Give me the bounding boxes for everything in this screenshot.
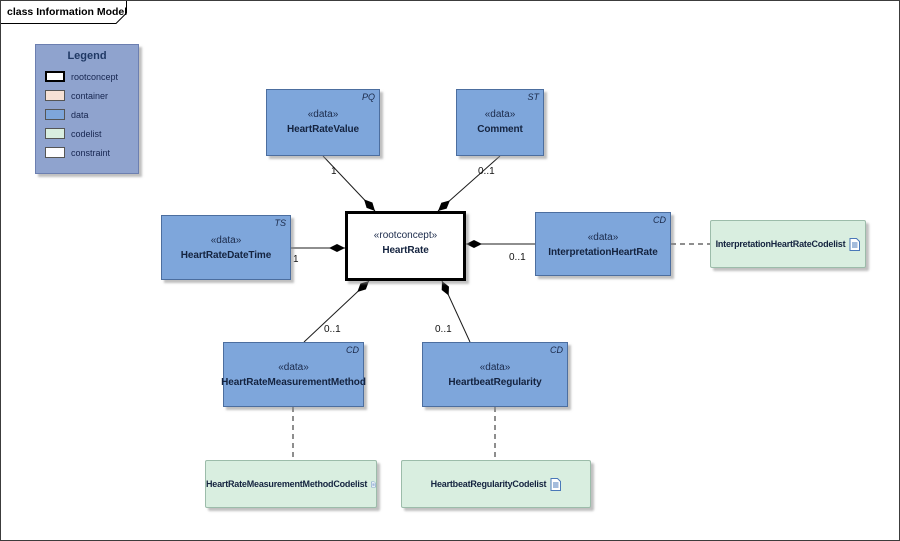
- constraint-swatch: [45, 147, 65, 158]
- legend-label: container: [71, 90, 109, 101]
- frame-title: class Information Model: [7, 6, 127, 18]
- stereotype: «data»: [484, 109, 516, 120]
- multiplicity-label: 0..1: [324, 324, 341, 335]
- multiplicity-label: 0..1: [509, 252, 526, 263]
- type-tag: CD: [653, 215, 666, 225]
- document-icon: [371, 481, 376, 487]
- codelist-swatch: [45, 128, 65, 139]
- node-heart-rate-measurement-method[interactable]: CD «data» HeartRateMeasurementMethod: [221, 342, 366, 407]
- multiplicity-label: 1: [293, 254, 299, 265]
- legend-label: constraint: [71, 147, 111, 158]
- node-interpretation-heart-rate[interactable]: CD «data» InterpretationHeartRate: [535, 212, 671, 276]
- legend-item-container: container: [36, 86, 138, 105]
- node-heart-rate-value[interactable]: PQ «data» HeartRateValue: [266, 89, 380, 156]
- node-name: InterpretationHeartRate: [548, 247, 658, 258]
- edge-heartratevalue-heartrate: [322, 155, 376, 212]
- node-heart-rate-measurement-method-codelist[interactable]: HeartRateMeasurementMethodCodelist: [205, 460, 377, 508]
- node-name: Comment: [477, 124, 523, 135]
- node-name: HeartRateValue: [287, 124, 359, 135]
- multiplicity-label: 0..1: [478, 166, 495, 177]
- legend-item-constraint: constraint: [36, 143, 138, 162]
- legend[interactable]: Legend rootconcept container data codeli…: [35, 44, 139, 174]
- legend-label: codelist: [71, 128, 102, 139]
- node-heart-rate-date-time[interactable]: TS «data» HeartRateDateTime: [161, 215, 291, 280]
- legend-item-data: data: [36, 105, 138, 124]
- legend-item-codelist: codelist: [36, 124, 138, 143]
- legend-label: data: [71, 109, 89, 120]
- node-name: HeartbeatRegularity: [448, 377, 542, 388]
- container-swatch: [45, 90, 65, 101]
- frame-tab-shape: [1, 1, 127, 24]
- type-tag: CD: [346, 345, 359, 355]
- node-name: HeartRateMeasurementMethod: [221, 377, 366, 388]
- node-comment[interactable]: ST «data» Comment: [456, 89, 544, 156]
- multiplicity-label: 1: [331, 166, 337, 177]
- frame-tab: class Information Model: [1, 1, 127, 24]
- node-name: HeartRateMeasurementMethodCodelist: [206, 479, 368, 489]
- edge-heartratemeasurementmethod-heartrate: [303, 280, 370, 343]
- legend-title: Legend: [67, 50, 107, 62]
- node-name: HeartRate: [382, 245, 429, 256]
- node-heartbeat-regularity[interactable]: CD «data» HeartbeatRegularity: [422, 342, 568, 407]
- rootconcept-swatch: [45, 71, 65, 82]
- multiplicity-label: 0..1: [435, 324, 452, 335]
- type-tag: CD: [550, 345, 563, 355]
- stereotype: «data»: [479, 362, 511, 373]
- type-tag: ST: [527, 92, 539, 102]
- document-icon: [550, 477, 562, 491]
- node-interpretation-heart-rate-codelist[interactable]: InterpretationHeartRateCodelist: [710, 220, 866, 268]
- legend-item-rootconcept: rootconcept: [36, 67, 138, 86]
- node-name: HeartRateDateTime: [180, 250, 272, 261]
- node-heart-rate[interactable]: «rootconcept» HeartRate: [345, 211, 466, 281]
- type-tag: TS: [274, 218, 286, 228]
- stereotype: «rootconcept»: [373, 230, 438, 241]
- node-heartbeat-regularity-codelist[interactable]: HeartbeatRegularityCodelist: [401, 460, 591, 508]
- legend-label: rootconcept: [71, 71, 119, 82]
- data-swatch: [45, 109, 65, 120]
- edge-heartbeatregularity-heartrate: [441, 280, 471, 343]
- stereotype: «data»: [307, 109, 339, 120]
- stereotype: «data»: [210, 235, 242, 246]
- document-icon: [849, 237, 861, 251]
- stereotype: «data»: [278, 362, 309, 373]
- stereotype: «data»: [587, 232, 619, 243]
- node-name: HeartbeatRegularityCodelist: [430, 479, 547, 489]
- type-tag: PQ: [361, 92, 375, 102]
- node-name: InterpretationHeartRateCodelist: [715, 239, 846, 249]
- edge-comment-heartrate: [437, 155, 501, 212]
